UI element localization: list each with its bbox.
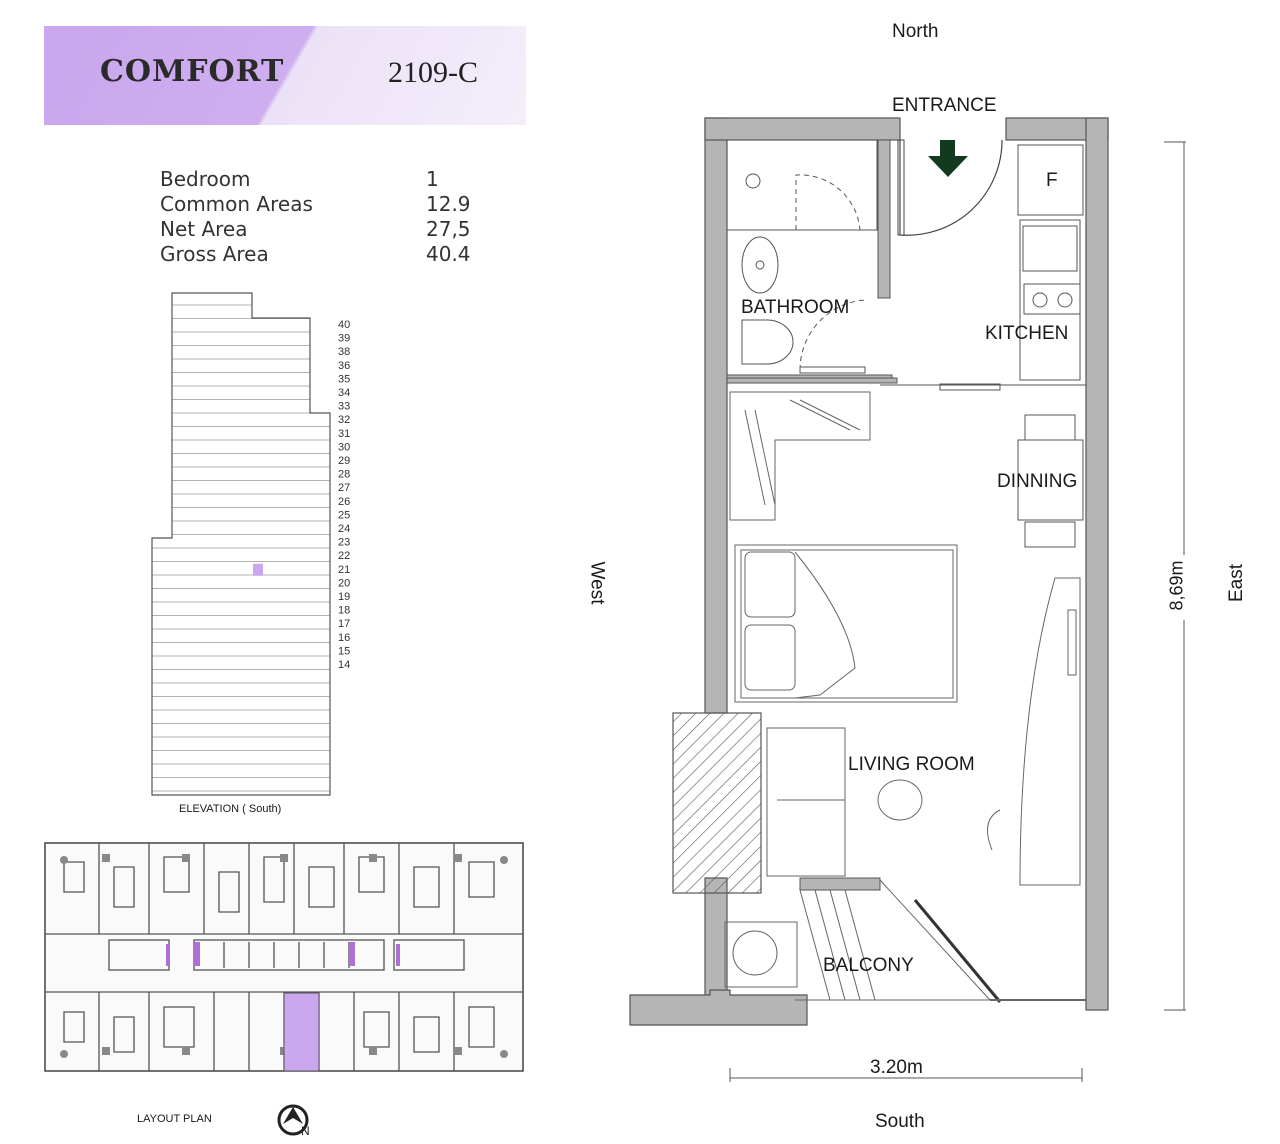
living-room-label: LIVING ROOM: [848, 754, 975, 775]
dining-label: DINNING: [997, 471, 1078, 492]
unit-floor-plan: [629, 117, 1186, 1082]
elevation-caption: ELEVATION ( South): [179, 803, 282, 815]
layout-plan-caption: LAYOUT PLAN: [137, 1113, 212, 1125]
floor-label: 31: [338, 428, 350, 440]
balcony-label: BALCONY: [823, 955, 914, 976]
bathroom-label: BATHROOM: [741, 297, 850, 318]
floor-label: 22: [338, 550, 350, 562]
south-label: South: [875, 1111, 925, 1132]
floor-label: 34: [338, 387, 350, 399]
spec-common-areas-label: Common Areas: [160, 192, 313, 216]
floor-label: 16: [338, 632, 350, 644]
floor-label: 18: [338, 605, 350, 617]
unit-type-title: COMFORT: [100, 54, 285, 89]
elevation-outline: [151, 292, 331, 796]
spec-bedroom-label: Bedroom: [160, 167, 251, 191]
floor-label: 40: [338, 319, 350, 331]
north-compass-icon: N: [277, 1104, 310, 1138]
spec-common-areas-value: 12.9: [426, 192, 471, 216]
floor-label: 39: [338, 333, 350, 345]
elevation-floor-lines: [152, 304, 330, 792]
floor-label: 15: [338, 645, 350, 657]
spec-gross-area-label: Gross Area: [160, 242, 269, 266]
spec-net-area-value: 27,5: [426, 217, 471, 241]
unit-banner: [44, 26, 526, 125]
floor-label: 20: [338, 577, 350, 589]
floor-label: 26: [338, 496, 350, 508]
floor-label: 33: [338, 401, 350, 413]
kitchen-label: KITCHEN: [985, 323, 1069, 344]
floor-label: 35: [338, 373, 350, 385]
floor-label: 21: [338, 564, 350, 576]
floor-label: 24: [338, 523, 350, 535]
floor-label: 19: [338, 591, 350, 603]
compass-letter: N: [301, 1124, 310, 1138]
unit-code: 2109-C: [388, 56, 478, 89]
length-dimension: 8,69m: [1166, 560, 1187, 611]
floor-label: 27: [338, 482, 350, 494]
floor-label: 38: [338, 346, 350, 358]
entrance-arrow-icon: [928, 140, 968, 177]
floor-label: 36: [338, 360, 350, 372]
spec-net-area-label: Net Area: [160, 217, 248, 241]
floor-label: 32: [338, 414, 350, 426]
floor-label: 29: [338, 455, 350, 467]
floor-label: 25: [338, 509, 350, 521]
width-dimension: 3.20m: [870, 1057, 923, 1078]
floor-label: 30: [338, 441, 350, 453]
north-label: North: [892, 21, 939, 42]
selected-unit-marker: [283, 992, 320, 1072]
east-label: East: [1226, 563, 1248, 603]
floor-label: 28: [338, 469, 350, 481]
spec-gross-area-value: 40.4: [426, 242, 471, 266]
west-label: West: [586, 561, 608, 605]
floor-label: 17: [338, 618, 350, 630]
entrance-label: ENTRANCE: [892, 95, 997, 116]
fridge-label: F: [1046, 170, 1058, 191]
spec-bedroom-value: 1: [426, 167, 439, 191]
floor-label: 14: [338, 659, 350, 671]
selected-floor-marker: [253, 563, 263, 576]
layout-plan-drawing: [44, 842, 524, 1072]
floor-label: 23: [338, 537, 350, 549]
